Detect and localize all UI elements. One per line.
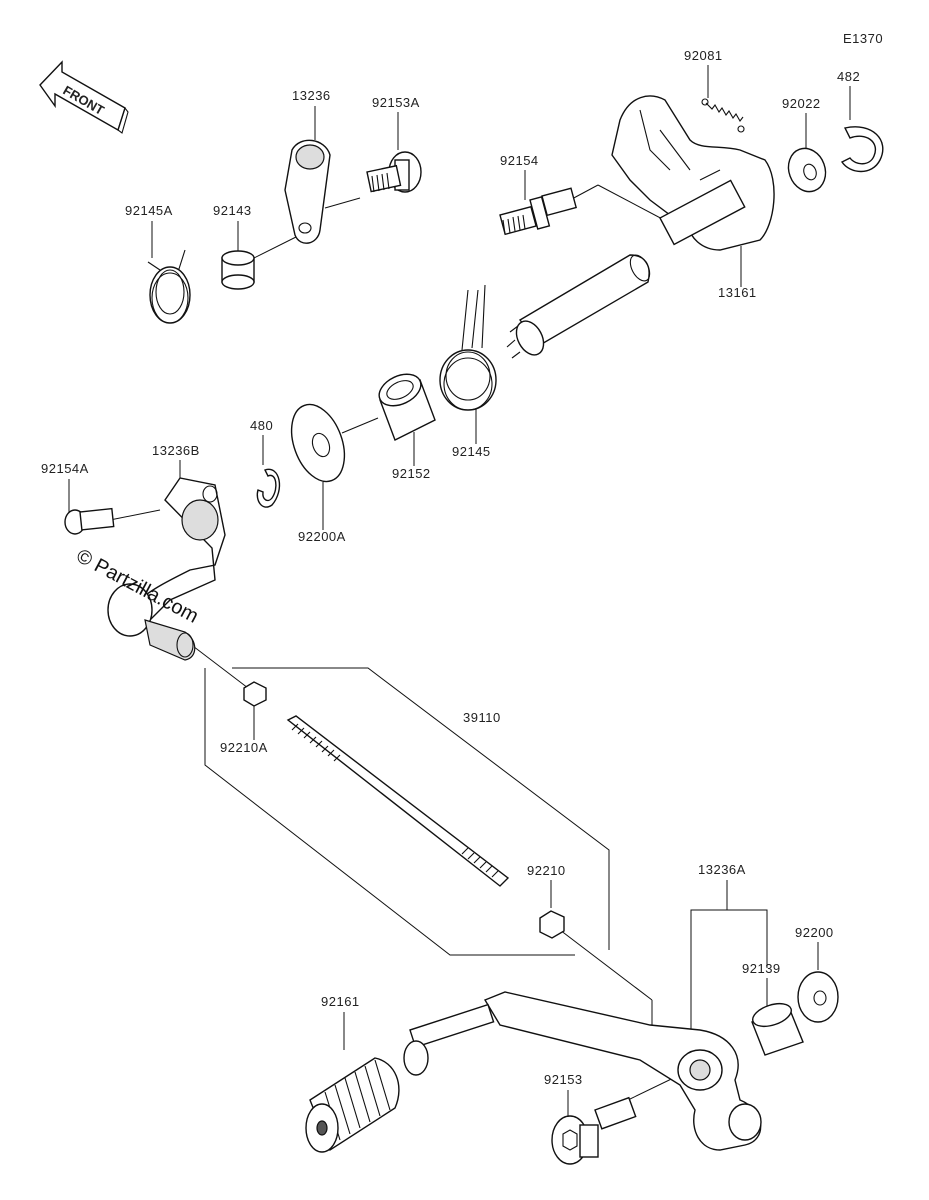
label-13236B: 13236B [152,443,200,458]
label-92200A: 92200A [298,529,346,544]
label-92200: 92200 [795,925,834,940]
label-92161: 92161 [321,994,360,1009]
label-92152: 92152 [392,466,431,481]
circlip-482 [840,126,884,173]
label-92210A: 92210A [220,740,268,755]
label-92139: 92139 [742,961,781,976]
label-92210: 92210 [527,863,566,878]
diagram-code: E1370 [843,31,883,46]
front-arrow: FRONT [39,60,129,134]
label-92154: 92154 [500,153,539,168]
label-92081: 92081 [684,48,723,63]
label-13236A: 13236A [698,862,746,877]
bolt-92154A [64,507,115,535]
nut-92210 [539,910,565,939]
label-482: 482 [837,69,860,84]
label-13236: 13236 [292,88,331,103]
bolt-92153A [366,151,422,193]
label-480: 480 [250,418,273,433]
part-labels: 92081 482 13236 92153A 92022 92154 92145… [41,48,860,1087]
label-92145A: 92145A [125,203,173,218]
label-92154A: 92154A [41,461,89,476]
spring-92145A [147,249,191,324]
bolt-92154 [499,187,578,236]
label-92153: 92153 [544,1072,583,1087]
nut-92210A [243,681,267,707]
collar-92152 [378,373,436,441]
label-92145: 92145 [452,444,491,459]
collar-92139 [751,1002,804,1056]
label-39110: 39110 [463,710,501,725]
rubber-92161 [305,1057,400,1153]
arm-13236B [107,477,226,661]
washer-92200 [797,971,839,1023]
tie-rod-39110 [286,715,510,887]
label-92153A: 92153A [372,95,420,110]
spring-92081 [701,98,745,133]
washer-92022 [787,147,827,193]
label-13161: 13161 [718,285,757,300]
label-92143: 92143 [213,203,252,218]
spring-92145 [439,284,497,411]
link-arm-13236 [284,139,331,244]
washer-92200A [290,403,346,483]
bolt-92153 [551,1096,637,1165]
label-92022: 92022 [782,96,821,111]
shift-shaft-13161 [506,95,775,359]
collar-92143 [221,250,255,290]
shift-lever-13236A [403,991,762,1151]
circlip-480 [256,468,281,508]
